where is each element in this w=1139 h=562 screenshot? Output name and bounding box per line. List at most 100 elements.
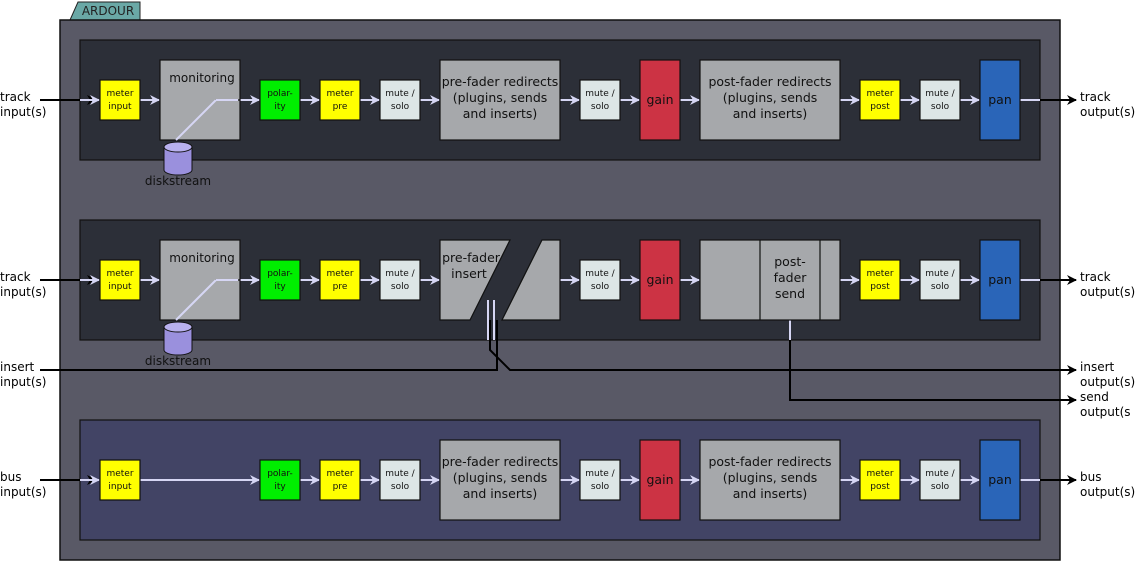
polarity-label-1: polar- [267, 469, 293, 479]
meter-input-label-1: meter [106, 469, 133, 479]
mute-solo-label-2: solo [391, 282, 410, 292]
track-output-label-2: output(s) [1080, 105, 1135, 119]
pre-fader-redirects-block: pre-fader redirects (plugins, sends and … [439, 439, 561, 521]
meter-pre-block: meter pre [319, 459, 361, 501]
bus-input-label-1: bus [0, 470, 21, 484]
pre-fader-insert-block: pre-fader insert [439, 239, 561, 321]
mute-solo-label-2: solo [391, 482, 410, 492]
track-input-label-2: input(s) [0, 285, 46, 299]
meter-pre-label-1: meter [326, 469, 353, 479]
mute-solo-label-2: solo [931, 282, 950, 292]
post-fader-redirects-block: post-fader redirects (plugins, sends and… [699, 439, 841, 521]
meter-input-label-2: input [108, 482, 132, 492]
row-3-bus: meter input polar- ity meter pre mute / … [99, 439, 1021, 521]
pre-fader-redirects-label-3: and inserts) [463, 106, 538, 121]
post-fader-redirects-label-1: post-fader redirects [708, 454, 831, 469]
post-fader-redirects-label-1: post-fader redirects [708, 74, 831, 89]
track-input-label-1: track [0, 270, 31, 284]
meter-pre-block: meter pre [319, 79, 361, 121]
pre-fader-redirects-label-3: and inserts) [463, 486, 538, 501]
pre-fader-redirects-label-2: (plugins, sends [453, 90, 548, 105]
post-fader-send-block: post- fader send [699, 239, 841, 321]
meter-post-block: meter post [859, 259, 901, 301]
insert-input-label-2: input(s) [0, 375, 46, 389]
io-labels: track input(s) track input(s) insert inp… [0, 90, 1135, 499]
bus-output-label-2: output(s) [1080, 485, 1135, 499]
mute-solo-label-1: mute / [925, 269, 955, 279]
pre-fader-redirects-label-2: (plugins, sends [453, 470, 548, 485]
monitoring-block: monitoring [159, 239, 241, 321]
meter-post-label-2: post [870, 282, 890, 292]
external-io-wires [40, 95, 1077, 485]
insert-output-label-2: output(s) [1080, 375, 1135, 389]
send-output-label-1: send [1080, 390, 1109, 404]
mute-solo-label-1: mute / [925, 89, 955, 99]
bus-input-label-2: input(s) [0, 485, 46, 499]
track-input-label-2: input(s) [0, 105, 46, 119]
gain-label: gain [647, 272, 674, 287]
diskstream-label: diskstream [145, 354, 211, 368]
meter-input-label-1: meter [106, 89, 133, 99]
meter-pre-label-2: pre [333, 482, 348, 492]
meter-post-label-1: meter [866, 269, 893, 279]
meter-pre-block: meter pre [319, 259, 361, 301]
post-fader-redirects-label-3: and inserts) [733, 486, 808, 501]
meter-input-block: meter input [99, 259, 141, 301]
mute-solo-label-2: solo [931, 102, 950, 112]
gain-block: gain [639, 439, 681, 521]
pan-label: pan [988, 92, 1012, 107]
pre-fader-insert-label-1: pre-fader [442, 250, 501, 265]
mute-solo-label-2: solo [591, 282, 610, 292]
diskstream: diskstream [145, 321, 211, 368]
pre-fader-redirects-label-1: pre-fader redirects [442, 454, 559, 469]
mute-solo-label-2: solo [591, 102, 610, 112]
gain-block: gain [639, 59, 681, 141]
track-output-label-1: track [1080, 90, 1111, 104]
meter-input-label-2: input [108, 102, 132, 112]
meter-post-block: meter post [859, 459, 901, 501]
polarity-label-2: ity [274, 102, 286, 112]
mute-solo-label-1: mute / [585, 469, 615, 479]
mute-solo-block: mute / solo [919, 459, 961, 501]
meter-pre-label-1: meter [326, 269, 353, 279]
polarity-label-1: polar- [267, 89, 293, 99]
meter-post-label-2: post [870, 102, 890, 112]
mute-solo-label-1: mute / [925, 469, 955, 479]
track-output-label-2: output(s) [1080, 285, 1135, 299]
gain-block: gain [639, 239, 681, 321]
mute-solo-block: mute / solo [579, 79, 621, 121]
post-fader-send-label-1: post- [774, 254, 806, 269]
meter-input-block: meter input [99, 79, 141, 121]
insert-output-label-1: insert [1080, 360, 1115, 374]
polarity-block: polar- ity [259, 259, 301, 301]
post-fader-send-label-3: send [775, 286, 805, 301]
pre-fader-insert-label-2: insert [451, 266, 487, 281]
mute-solo-label-2: solo [931, 482, 950, 492]
internal-wires [80, 95, 1040, 485]
polarity-block: polar- ity [259, 79, 301, 121]
gain-label: gain [647, 92, 674, 107]
monitoring-block: monitoring [159, 59, 241, 141]
monitoring-label: monitoring [169, 251, 235, 265]
polarity-label-1: polar- [267, 269, 293, 279]
mute-solo-label-1: mute / [585, 89, 615, 99]
post-fader-redirects-block: post-fader redirects (plugins, sends and… [699, 59, 841, 141]
diskstream-label: diskstream [145, 174, 211, 188]
pan-block: pan [979, 239, 1021, 321]
pre-fader-redirects-label-1: pre-fader redirects [442, 74, 559, 89]
mute-solo-label-1: mute / [385, 269, 415, 279]
mute-solo-block: mute / solo [919, 79, 961, 121]
insert-input-label-1: insert [0, 360, 35, 374]
bus-output-label-1: bus [1080, 470, 1101, 484]
monitoring-label: monitoring [169, 71, 235, 85]
track-output-label-1: track [1080, 270, 1111, 284]
polarity-label-2: ity [274, 282, 286, 292]
mute-solo-label-1: mute / [385, 89, 415, 99]
row-1-track: meter input monitoring diskstream polar-… [99, 59, 1021, 188]
row-2-track-insert-send: meter input monitoring diskstream polar-… [99, 239, 1021, 368]
mute-solo-block: mute / solo [379, 259, 421, 301]
ardour-tab: ARDOUR [69, 1, 141, 21]
meter-input-label-1: meter [106, 269, 133, 279]
mute-solo-block: mute / solo [379, 459, 421, 501]
polarity-block: polar- ity [259, 459, 301, 501]
